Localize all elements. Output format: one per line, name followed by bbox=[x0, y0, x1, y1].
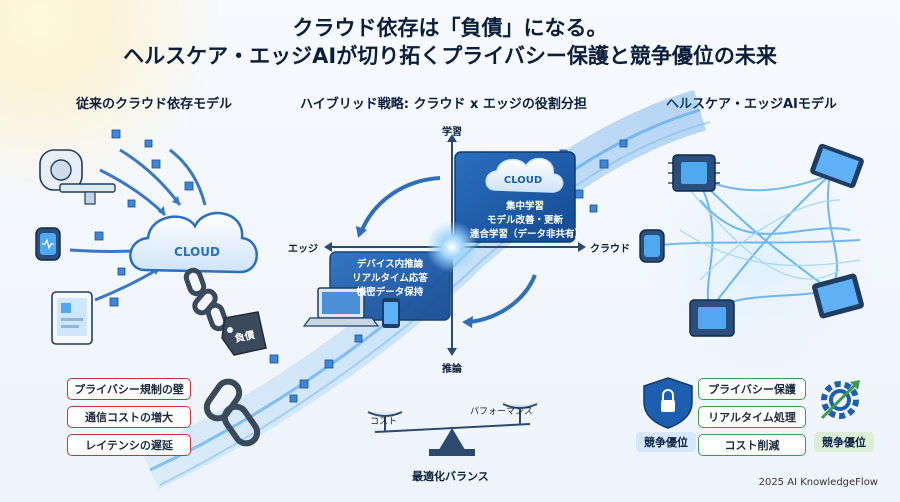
competitive-advantage-badge-right: 競争優位 bbox=[814, 432, 874, 452]
edge-line-3: 機密データ保持 bbox=[356, 287, 424, 298]
smartphone-icon bbox=[810, 143, 864, 189]
edge-line-2: リアルタイム応答 bbox=[352, 273, 428, 284]
competitive-advantage-badge-left: 競争優位 bbox=[636, 432, 696, 452]
shield-lock-icon bbox=[643, 377, 693, 429]
laptop-icon bbox=[302, 287, 380, 327]
balance-scale-icon bbox=[367, 403, 538, 456]
cloud-line-3: 連合学習（データ非共有） bbox=[470, 229, 585, 240]
axis-label-top: 学習 bbox=[442, 127, 462, 138]
ai-chip-icon-2 bbox=[689, 299, 735, 337]
scale-label-performance: パフォーマンス bbox=[470, 407, 533, 417]
axis-label-right: クラウド bbox=[590, 244, 630, 255]
ai-chip-icon bbox=[668, 154, 720, 192]
cloud-panel-text: 集中学習 モデル改善・更新 連合学習（データ非共有） bbox=[470, 200, 585, 242]
right-smartwatch-icon bbox=[639, 229, 665, 263]
cloud-line-2: モデル改善・更新 bbox=[486, 215, 563, 226]
issue-latency: レイテンシの遅延 bbox=[67, 434, 191, 456]
issue-privacy-regulation: プライバシー規制の壁 bbox=[67, 378, 191, 400]
cycle-arrowheads bbox=[356, 226, 473, 328]
network-lines-light bbox=[679, 189, 861, 281]
right-heading: ヘルスケア・エッジAIモデル bbox=[666, 97, 837, 112]
scale-caption: 最適化バランス bbox=[412, 470, 489, 483]
issue-communication-cost: 通信コストの増大 bbox=[67, 406, 191, 428]
axis-label-bottom: 推論 bbox=[442, 364, 462, 375]
chain-icon bbox=[183, 267, 229, 332]
tablet-icon bbox=[51, 291, 93, 345]
edge-line-1: デバイス内推論 bbox=[356, 259, 424, 270]
copyright: 2025 AI KnowledgeFlow bbox=[758, 477, 878, 488]
benefit-realtime: リアルタイム処理 bbox=[698, 406, 806, 428]
phone-icon bbox=[382, 298, 400, 328]
center-heading: ハイブリッド戦略: クラウド x エッジの役割分担 bbox=[300, 97, 587, 112]
gear-icon bbox=[820, 380, 860, 420]
axis-arrowheads bbox=[324, 134, 586, 356]
debt-tag-icon bbox=[221, 311, 267, 356]
mri-scanner-icon bbox=[39, 149, 116, 205]
cloud-line-1: 集中学習 bbox=[505, 201, 544, 212]
left-cloud-icon bbox=[129, 211, 258, 274]
cloud-panel bbox=[454, 151, 576, 243]
title-line-1: クラウド依存は「負債」になる。 bbox=[292, 16, 608, 40]
left-cloud-label: CLOUD bbox=[174, 245, 220, 259]
smartwatch-icon bbox=[35, 227, 61, 261]
scale-label-cost: コスト bbox=[370, 417, 398, 427]
title-line-2: ヘルスケア・エッジAIが切り拓くプライバシー保護と競争優位の未来 bbox=[123, 44, 777, 68]
debt-tag-label: 負債 bbox=[234, 328, 256, 345]
axis-label-left: エッジ bbox=[288, 244, 318, 255]
benefit-privacy: プライバシー保護 bbox=[698, 378, 806, 400]
center-glow bbox=[426, 221, 478, 273]
broken-chain-icon bbox=[203, 378, 261, 447]
right-tablet-icon bbox=[812, 273, 864, 319]
benefit-cost-reduction: コスト削減 bbox=[698, 434, 806, 456]
center-cloud-label: CLOUD bbox=[504, 175, 542, 186]
cycle-arrows bbox=[360, 176, 537, 324]
left-heading: 従来のクラウド依存モデル bbox=[76, 97, 233, 112]
edge-panel-text: デバイス内推論 リアルタイム応答 機密データ保持 bbox=[335, 258, 445, 300]
